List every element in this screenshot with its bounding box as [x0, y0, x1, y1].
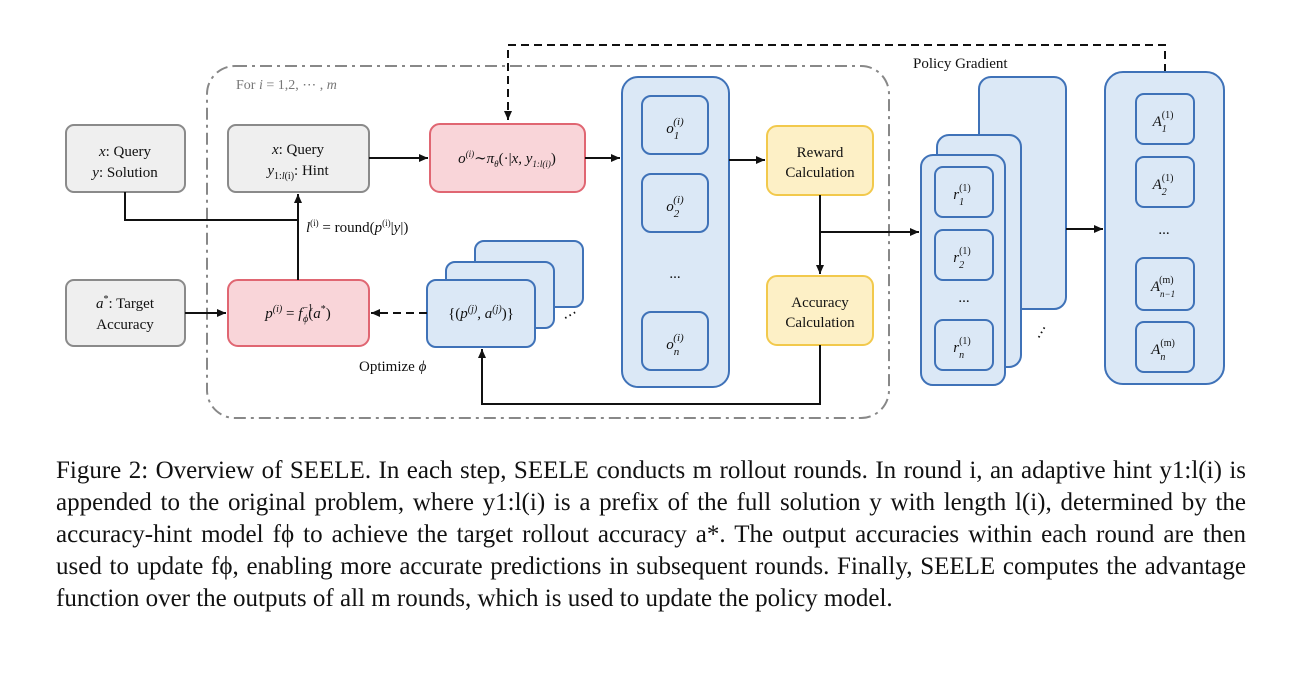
connector — [478, 345, 821, 405]
reward-calculation-box: Reward Calculation — [766, 125, 874, 196]
svg-text:o(i)∼πθ(·|x, y1:l(i)): o(i)∼πθ(·|x, y1:l(i)) — [458, 149, 556, 169]
loop-label: For i = 1,2, ⋯ , m — [236, 78, 337, 93]
svg-text:y: Solution: y: Solution — [90, 165, 158, 181]
rewards-stack: r1(1) r2(1) ... rn(1) ⋯ — [920, 76, 1067, 386]
hint-length-label: l(i) = round(p(i)|y|) — [306, 218, 408, 236]
advantage-item — [1135, 93, 1195, 145]
reward-item — [934, 229, 994, 281]
query-solution-box: x: Query y: Solution — [65, 124, 186, 193]
policy-gradient-label: Policy Gradient — [913, 56, 1008, 72]
svg-text:{(p(j), a(j))}: {(p(j), a(j))} — [448, 304, 514, 322]
svg-text:x: Query: x: Query — [98, 144, 152, 160]
output-item — [641, 95, 709, 155]
svg-text:Calculation: Calculation — [785, 315, 855, 331]
reward-item — [934, 319, 994, 371]
svg-text:Reward: Reward — [797, 145, 844, 161]
svg-text:⋯: ⋯ — [560, 305, 581, 326]
figure-caption: Figure 2: Overview of SEELE. In each ste… — [56, 455, 1246, 615]
optimize-label: Optimize ϕ — [359, 359, 427, 375]
reward-item — [934, 166, 994, 218]
svg-text:⋯: ⋯ — [1032, 322, 1053, 343]
rewards-ellipsis: ... — [958, 290, 969, 306]
svg-text:Calculation: Calculation — [785, 165, 855, 181]
connector — [124, 192, 298, 221]
advantage-item — [1135, 321, 1195, 373]
history-stack: {(p(j), a(j))} ⋯ — [426, 240, 584, 348]
svg-text:a*: Target: a*: Target — [96, 294, 155, 312]
caption-text: Figure 2: Overview of SEELE. In each ste… — [56, 457, 1246, 612]
svg-text:x: Query: x: Query — [271, 142, 325, 158]
policy-sample-box: o(i)∼πθ(·|x, y1:l(i)) — [429, 123, 586, 193]
advantages-ellipsis: ... — [1158, 222, 1169, 238]
svg-text:Accuracy: Accuracy — [791, 295, 849, 311]
svg-text:y1:l(i): Hint: y1:l(i): Hint — [265, 163, 329, 182]
query-hint-box: x: Query y1:l(i): Hint — [227, 124, 370, 193]
advantages-column: A1(1) A2(1) ... An−1(m) An(m) — [1104, 71, 1225, 385]
svg-text:Accuracy: Accuracy — [96, 317, 154, 333]
accuracy-calculation-box: Accuracy Calculation — [766, 275, 874, 346]
loop-frame — [206, 65, 890, 419]
outputs-ellipsis: ... — [669, 266, 680, 282]
policy-gradient-arrow — [504, 44, 1166, 120]
advantage-item — [1135, 156, 1195, 208]
outputs-column: o1(i) o2(i) ... on(i) — [621, 76, 730, 388]
output-item — [641, 173, 709, 233]
advantage-item — [1135, 257, 1195, 311]
target-accuracy-box: a*: Target Accuracy — [65, 279, 186, 347]
output-item — [641, 311, 709, 371]
seele-diagram: For i = 1,2, ⋯ , m Policy Gradient x: Qu… — [65, 44, 1225, 419]
